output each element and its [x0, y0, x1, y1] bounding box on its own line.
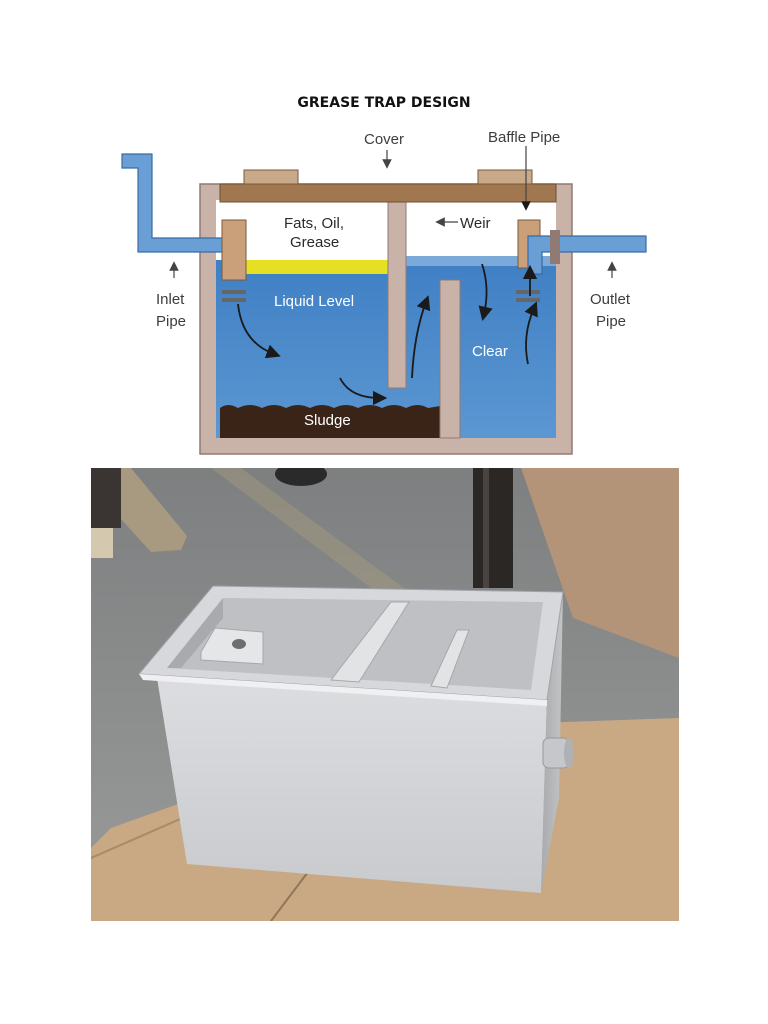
label-sludge: Sludge	[304, 412, 351, 429]
callout-arrows	[169, 146, 617, 278]
outlet-pipe	[516, 219, 647, 302]
photo-background-items	[91, 468, 679, 658]
photo-tank	[137, 585, 574, 893]
label-fats-line1: Fats, Oil,	[284, 215, 344, 232]
rising-wall	[439, 279, 461, 439]
cover-plate	[219, 169, 557, 203]
label-inlet-line1: Inlet	[156, 291, 185, 308]
sludge-layer	[220, 405, 440, 438]
label-outlet-line2: Pipe	[596, 313, 626, 330]
weir-baffle	[387, 201, 407, 389]
grease-layer	[222, 260, 388, 274]
label-cover: Cover	[364, 131, 404, 148]
grease-trap-diagram: Cover Baffle Pipe Fats, Oil, Grease Weir…	[118, 124, 648, 462]
grease-trap-photo	[91, 468, 679, 921]
label-baffle-pipe: Baffle Pipe	[488, 129, 560, 146]
label-inlet-line2: Pipe	[156, 313, 186, 330]
flow-arrows	[237, 263, 538, 406]
inlet-pipe	[121, 153, 247, 302]
label-clear: Clear	[472, 343, 508, 360]
label-fats-line2: Grease	[290, 234, 339, 251]
label-outlet-line1: Outlet	[590, 291, 631, 308]
label-weir: Weir	[460, 215, 491, 232]
label-liquid-level: Liquid Level	[274, 293, 354, 310]
page-title: GREASE TRAP DESIGN	[297, 95, 471, 111]
